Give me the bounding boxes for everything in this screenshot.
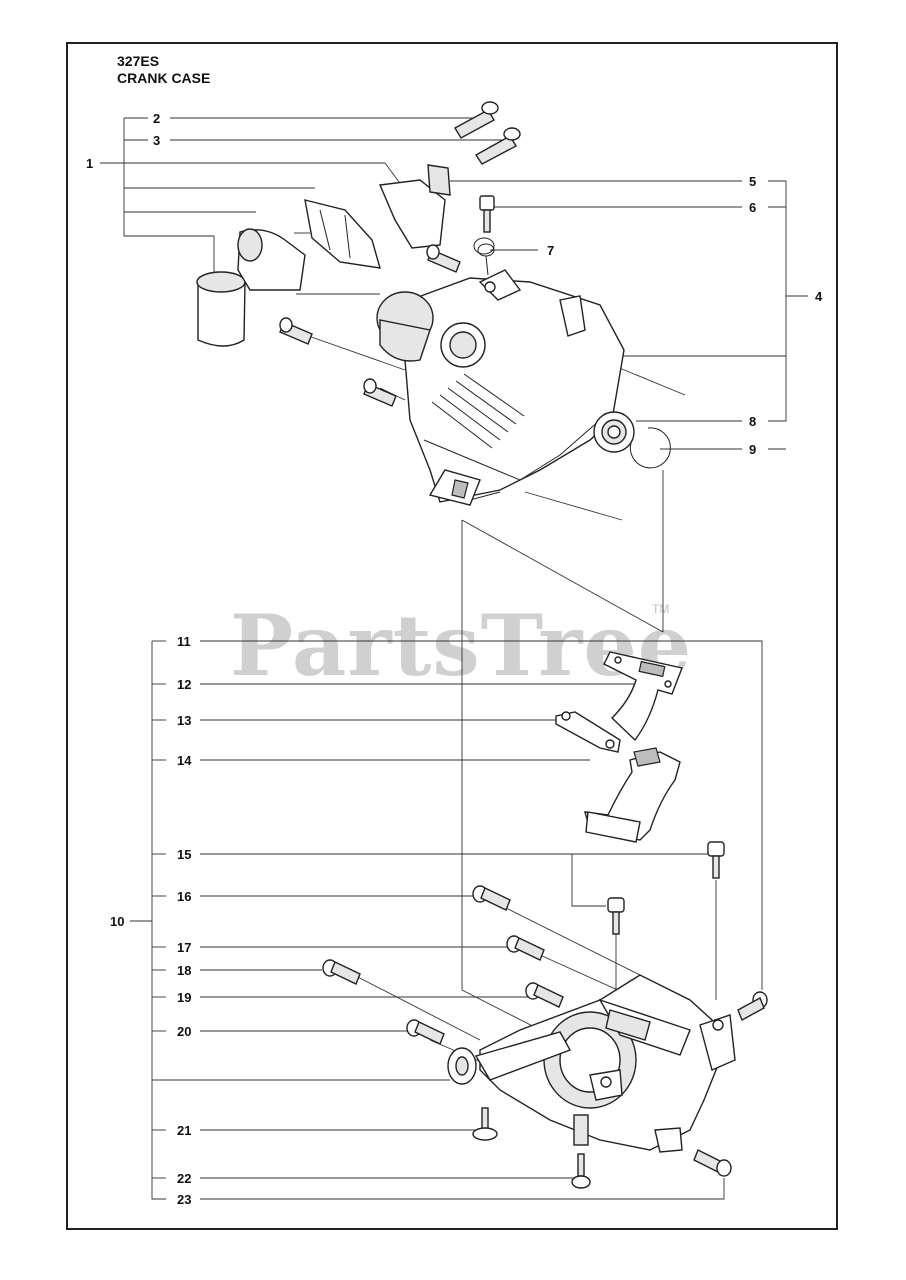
callout-9: 9 xyxy=(749,442,756,457)
callout-4: 4 xyxy=(815,289,823,304)
callout-5: 5 xyxy=(749,174,756,189)
callout-22: 22 xyxy=(177,1171,191,1186)
section-title: CRANK CASE xyxy=(117,70,211,86)
callout-14: 14 xyxy=(177,753,192,768)
bearing-icon xyxy=(593,411,635,453)
intake-bracket-icon xyxy=(196,199,381,347)
bracket-icon xyxy=(555,711,621,753)
callout-18: 18 xyxy=(177,963,191,978)
bracket-icon xyxy=(378,164,451,249)
callout-16: 16 xyxy=(177,889,191,904)
callout-8: 8 xyxy=(749,414,756,429)
callout-3: 3 xyxy=(153,133,160,148)
gasket-icon xyxy=(603,651,683,742)
spring-clip-icon xyxy=(473,237,495,276)
intake-bracket-icon xyxy=(584,747,681,843)
lower-crankcase-icon xyxy=(447,974,736,1153)
model-title: 327ES xyxy=(117,53,160,69)
upper-leader-lines xyxy=(100,117,808,521)
callout-10: 10 xyxy=(110,914,124,929)
callout-1: 1 xyxy=(86,156,93,171)
watermark-logo: PartsTree xyxy=(230,596,693,695)
screw-icon xyxy=(479,195,495,233)
callout-12: 12 xyxy=(177,677,191,692)
callout-13: 13 xyxy=(177,713,191,728)
assembly-guide-lines xyxy=(461,470,664,1041)
callout-2: 2 xyxy=(153,111,160,126)
screw-icon xyxy=(472,1107,732,1189)
screw-icon xyxy=(607,841,725,935)
screw-icon xyxy=(322,885,768,1045)
callout-20: 20 xyxy=(177,1024,191,1039)
callout-21: 21 xyxy=(177,1123,191,1138)
diagram-header: 327ES CRANK CASE xyxy=(117,53,210,87)
callout-17: 17 xyxy=(177,940,191,955)
callout-15: 15 xyxy=(177,847,191,862)
upper-crankcase-icon xyxy=(376,269,625,506)
screw-icon xyxy=(279,244,461,407)
diagram-frame xyxy=(66,42,838,1230)
callout-23: 23 xyxy=(177,1192,191,1207)
callout-6: 6 xyxy=(749,200,756,215)
callout-7: 7 xyxy=(547,243,554,258)
callout-19: 19 xyxy=(177,990,191,1005)
callout-11: 11 xyxy=(177,634,191,649)
screw-icon xyxy=(454,101,521,165)
callout-labels: 1 2 3 4 5 6 7 8 9 10 11 12 13 14 15 16 1… xyxy=(86,111,823,1207)
watermark-trademark: TM xyxy=(652,602,670,616)
circlip-icon xyxy=(629,427,671,469)
